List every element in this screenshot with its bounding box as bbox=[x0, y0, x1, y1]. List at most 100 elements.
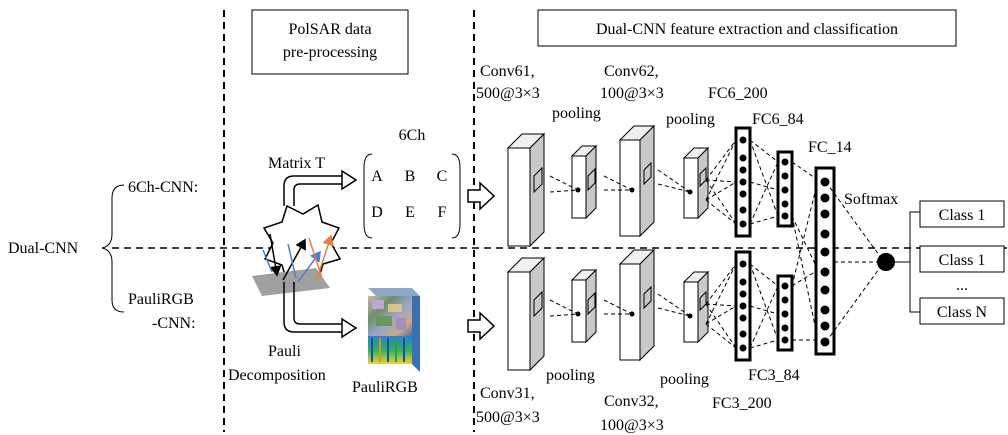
matrix-cell: A bbox=[371, 168, 383, 185]
pool1-slab-6ch bbox=[570, 144, 598, 220]
arrow-to-matrix-t-head bbox=[341, 169, 358, 191]
fc-neuron bbox=[820, 247, 830, 257]
pooling-label: pooling bbox=[660, 371, 709, 388]
connection-line bbox=[657, 183, 691, 193]
class-box bbox=[919, 245, 1005, 273]
matrix-t-label: Matrix T bbox=[268, 155, 325, 172]
connection-line bbox=[749, 305, 779, 315]
matrix-cell: C bbox=[437, 168, 448, 185]
pool2-slab-pauli bbox=[682, 270, 710, 344]
fc-neuron bbox=[820, 209, 830, 219]
feature-point bbox=[575, 311, 581, 317]
fc-neuron bbox=[739, 190, 747, 198]
fc-layers bbox=[734, 126, 836, 362]
conv1-kernel-pauli bbox=[533, 290, 543, 318]
conv62-label-line1: Conv62, bbox=[604, 63, 659, 80]
fc-neuron bbox=[739, 278, 747, 286]
connection-line bbox=[791, 215, 819, 271]
connection-line bbox=[791, 161, 819, 181]
conv32-label-line1: Conv32, bbox=[604, 393, 659, 410]
fc-neuron bbox=[820, 285, 830, 295]
conv2-slab-6ch bbox=[618, 124, 656, 238]
cnn-layers bbox=[506, 124, 710, 372]
arrow-to-pauli bbox=[283, 282, 342, 333]
connection-line bbox=[749, 139, 779, 217]
fc-neuron bbox=[739, 330, 747, 338]
six-ch-cnn-label: 6Ch-CNN: bbox=[128, 179, 198, 196]
class-box bbox=[919, 200, 1005, 228]
fc-neuron bbox=[739, 136, 747, 144]
fc-neuron bbox=[739, 206, 747, 214]
connection-line bbox=[749, 285, 779, 349]
fc-neuron bbox=[739, 302, 747, 310]
feature-title-box bbox=[537, 9, 957, 47]
fc-neuron bbox=[781, 200, 789, 208]
output-line-top bbox=[825, 181, 885, 263]
conv1-slab-pauli bbox=[506, 256, 546, 372]
dual-cnn-brace bbox=[101, 184, 125, 313]
connection-line bbox=[749, 139, 779, 163]
connection-line bbox=[705, 179, 737, 225]
connection-line bbox=[603, 299, 633, 315]
connection-line bbox=[549, 299, 579, 315]
black-vector-b bbox=[282, 238, 306, 281]
scattering-plane bbox=[252, 268, 330, 296]
class-label: Class N bbox=[937, 304, 988, 321]
pauli-cnn-label-line1: PauliRGB bbox=[128, 291, 194, 308]
fc-neuron bbox=[820, 229, 830, 239]
blue-vector-b bbox=[297, 250, 321, 283]
connection-line bbox=[657, 307, 691, 317]
connection-line bbox=[603, 175, 633, 191]
paulirgb-image bbox=[368, 288, 420, 372]
fc-neuron bbox=[820, 267, 830, 277]
pooling-label: pooling bbox=[552, 105, 601, 122]
connection-line bbox=[705, 139, 737, 181]
dual-cnn-label: Dual-CNN bbox=[8, 240, 79, 257]
fc3-200-label: FC3_200 bbox=[712, 395, 772, 412]
connection-line bbox=[749, 181, 779, 191]
fc-14-label: FC_14 bbox=[808, 139, 852, 156]
connection-line bbox=[705, 199, 737, 225]
fc-neuron bbox=[781, 212, 789, 220]
connection-line bbox=[549, 313, 579, 317]
arrow-into-6ch-cnn bbox=[467, 181, 496, 211]
connection-line bbox=[749, 339, 779, 349]
feature-point bbox=[687, 313, 693, 319]
connection-line bbox=[749, 161, 779, 225]
pool1-slab-pauli bbox=[570, 268, 598, 344]
conv31-label-line1: Conv31, bbox=[480, 385, 535, 402]
pooling-label: pooling bbox=[546, 367, 595, 384]
fc-neuron bbox=[781, 282, 789, 290]
matrix-cell: D bbox=[371, 204, 383, 221]
blue-vector-c bbox=[262, 249, 273, 273]
connection-line bbox=[705, 263, 737, 305]
fc6-84-label: FC6_84 bbox=[752, 111, 804, 128]
fc3-84-label: FC3_84 bbox=[748, 367, 800, 384]
fc-neuron bbox=[739, 166, 747, 174]
arrow-to-pauli-inner bbox=[293, 282, 342, 325]
pauli-cnn-label-line2: -CNN: bbox=[152, 315, 196, 332]
class-label: Class 1 bbox=[939, 252, 986, 269]
fc-neuron bbox=[781, 310, 789, 318]
pool1-kernel-6ch bbox=[587, 167, 596, 192]
blue-vector-a bbox=[287, 243, 297, 279]
matrix-cell: F bbox=[438, 204, 447, 221]
conv2-kernel-6ch bbox=[643, 161, 652, 186]
conv2-slab-pauli bbox=[618, 248, 656, 362]
fc-neuron bbox=[739, 344, 747, 352]
fc-200-column-6ch bbox=[734, 126, 752, 238]
output-line-bottom bbox=[825, 261, 885, 343]
pool2-slab-6ch bbox=[682, 146, 710, 220]
conv61-label-line2: 500@3×3 bbox=[476, 85, 540, 102]
matrix-title: 6Ch bbox=[399, 127, 426, 144]
output-node bbox=[877, 253, 895, 271]
fc-neuron bbox=[739, 178, 747, 186]
connection-line bbox=[749, 263, 779, 341]
class-ellipsis: ... bbox=[956, 277, 968, 294]
classes-brace bbox=[909, 211, 920, 313]
fc-neuron bbox=[739, 220, 747, 228]
fc-neuron bbox=[820, 321, 830, 331]
arrow-into-pauli-cnn bbox=[467, 311, 496, 341]
conv1-kernel-6ch bbox=[533, 166, 543, 194]
arrow-to-pauli-head bbox=[341, 317, 358, 339]
